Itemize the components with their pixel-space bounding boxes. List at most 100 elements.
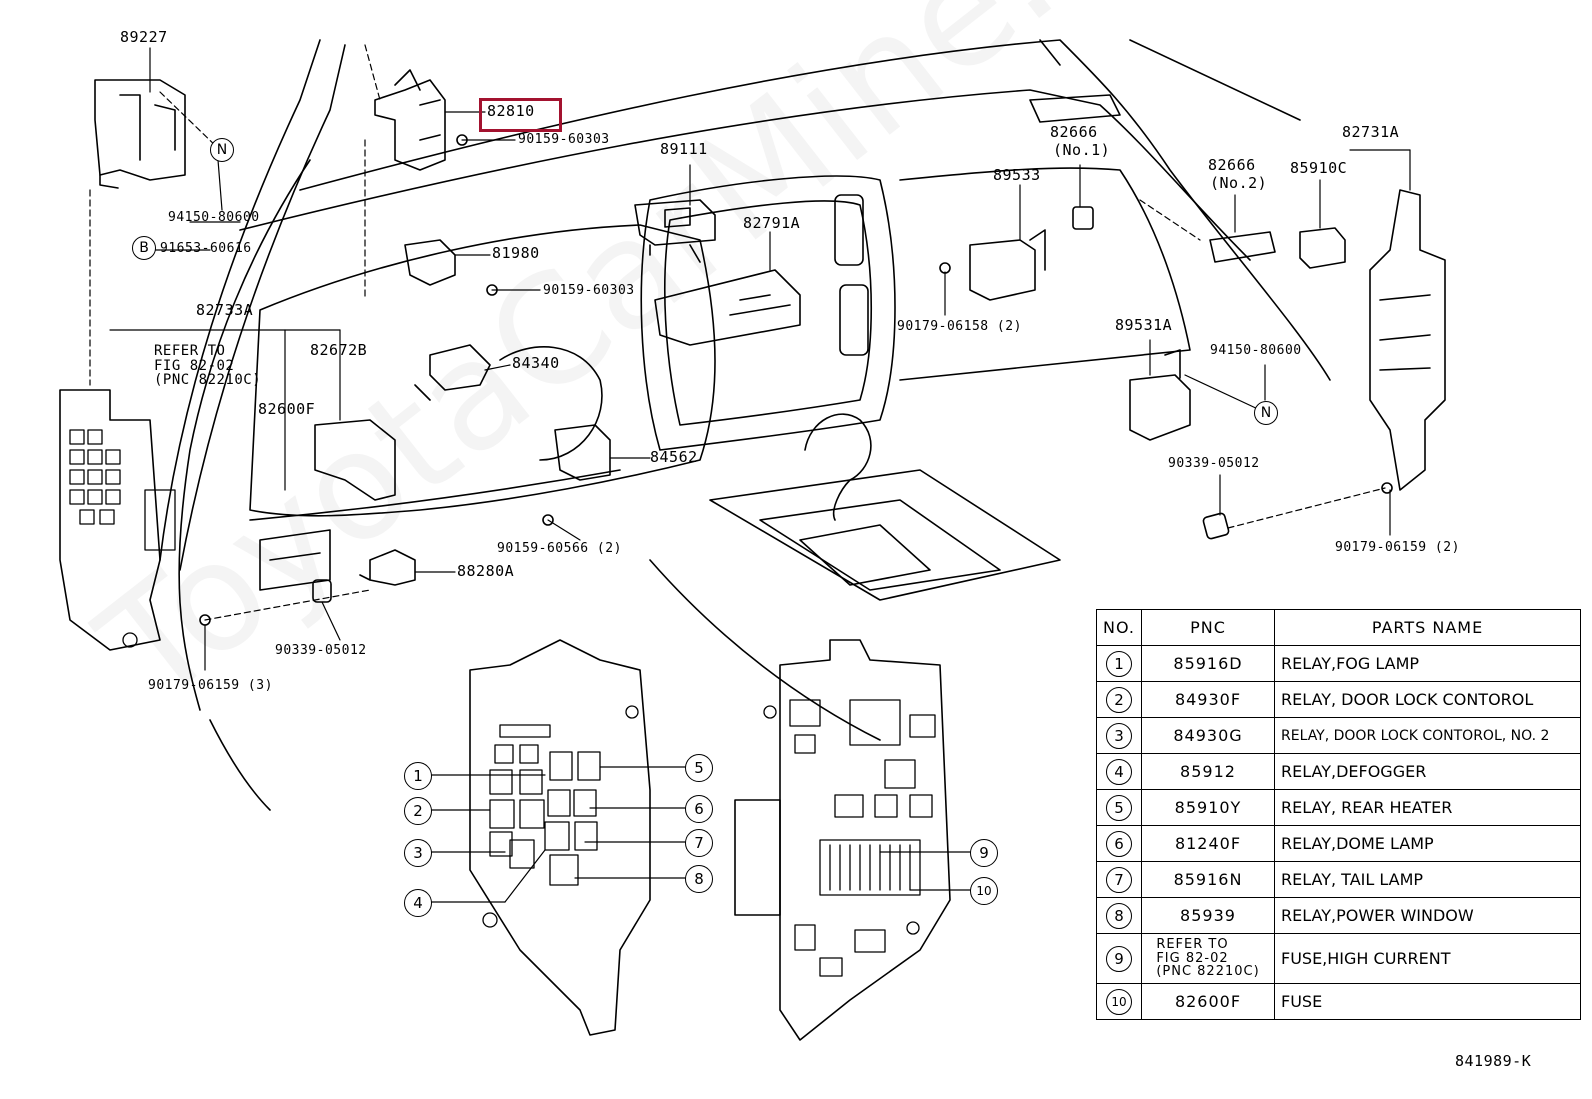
part-89111 xyxy=(634,199,716,246)
row-parts-name: RELAY, DOOR LOCK CONTOROL xyxy=(1274,681,1581,718)
table-row: 9 REFER TO FIG 82-02 (PNC 82210C) FUSE,H… xyxy=(1096,933,1581,984)
parts-table-header: NO. PNC PARTS NAME xyxy=(1096,609,1581,646)
label-81980: 81980 xyxy=(492,244,540,262)
row-pnc: 85916N xyxy=(1141,861,1275,898)
part-88280A xyxy=(359,549,416,586)
row-pnc: 82600F xyxy=(1141,983,1275,1020)
door-edge xyxy=(178,159,311,711)
row-pnc: 85912 xyxy=(1141,753,1275,790)
table-row: 3 84930G RELAY, DOOR LOCK CONTOROL, NO. … xyxy=(1096,717,1581,754)
row-pnc: 85910Y xyxy=(1141,789,1275,826)
label-82733A: 82733A xyxy=(196,301,254,319)
label-94150-80600-left: 94150-80600 xyxy=(168,210,260,225)
label-82791A: 82791A xyxy=(743,214,801,232)
label-94150-80600-right: 94150-80600 xyxy=(1210,343,1302,358)
label-refer-fig-82-02: REFER TO FIG 82-02 (PNC 82210C) xyxy=(154,343,262,389)
row-number: 9 xyxy=(1106,945,1132,972)
table-row: 1 85916D RELAY,FOG LAMP xyxy=(1096,645,1581,682)
callout-4: 4 xyxy=(404,889,432,917)
marker-N-left: N xyxy=(210,138,234,162)
table-row: 4 85912 RELAY,DEFOGGER xyxy=(1096,753,1581,790)
label-89111: 89111 xyxy=(660,140,708,158)
door-lower xyxy=(209,719,271,811)
callout-2: 2 xyxy=(404,797,432,825)
part-89227 xyxy=(94,79,186,181)
part-82666-no1 xyxy=(1072,206,1094,230)
collar-90339-left xyxy=(312,579,332,603)
label-90159-60303-top: 90159-60303 xyxy=(518,132,610,147)
cluster-hood xyxy=(249,224,716,517)
part-82672B xyxy=(314,419,396,501)
label-84340: 84340 xyxy=(512,354,560,372)
row-pnc: 85939 xyxy=(1141,897,1275,934)
left-junction-relays xyxy=(69,429,176,648)
part-85910C xyxy=(1299,227,1346,269)
table-row: 8 85939 RELAY,POWER WINDOW xyxy=(1096,897,1581,934)
table-row: 10 82600F FUSE xyxy=(1096,983,1581,1020)
label-85910C: 85910C xyxy=(1290,159,1348,177)
windshield-pillar-2 xyxy=(179,44,346,571)
floor-line xyxy=(649,559,881,741)
label-90179-06159-left: 90179-06159 (3) xyxy=(148,678,273,693)
label-89533: 89533 xyxy=(993,166,1041,184)
shifter-knob xyxy=(804,413,872,521)
row-number: 2 xyxy=(1106,686,1132,713)
label-90159-60566: 90159-60566 (2) xyxy=(497,541,622,556)
row-parts-name: FUSE,HIGH CURRENT xyxy=(1274,933,1581,984)
marker-N-right: N xyxy=(1254,401,1278,425)
row-number: 4 xyxy=(1106,758,1132,785)
label-90179-06158: 90179-06158 (2) xyxy=(897,319,1022,334)
label-90339-05012-left: 90339-05012 xyxy=(275,643,367,658)
parts-table: NO. PNC PARTS NAME 1 85916D RELAY,FOG LA… xyxy=(1096,609,1581,1020)
table-row: 7 85916N RELAY, TAIL LAMP xyxy=(1096,861,1581,898)
label-90179-06159-right: 90179-06159 (2) xyxy=(1335,540,1460,555)
row-number: 6 xyxy=(1106,830,1132,857)
label-82666-no1: 82666 xyxy=(1050,123,1098,141)
row-pnc: 84930F xyxy=(1141,681,1275,718)
row-parts-name: RELAY,DOME LAMP xyxy=(1274,825,1581,862)
part-84340 xyxy=(414,344,491,401)
junction-block-rear-fuses xyxy=(763,699,936,977)
part-82791A xyxy=(654,269,801,346)
dashboard-outline xyxy=(299,39,1331,381)
header-pnc: PNC xyxy=(1141,609,1275,646)
label-91653-60616: 91653-60616 xyxy=(160,241,252,256)
header-no: NO. xyxy=(1096,609,1142,646)
windshield-pillar xyxy=(159,39,321,561)
leader-lines xyxy=(89,44,1411,671)
row-pnc: REFER TO FIG 82-02 (PNC 82210C) xyxy=(1156,936,1260,980)
part-82810 xyxy=(374,79,446,171)
left-junction-block xyxy=(59,389,161,651)
row-parts-name: RELAY,DEFOGGER xyxy=(1274,753,1581,790)
dashboard-outline-inner xyxy=(239,89,1251,261)
row-parts-name: RELAY,FOG LAMP xyxy=(1274,645,1581,682)
row-parts-name: RELAY, DOOR LOCK CONTOROL, NO. 2 xyxy=(1274,717,1581,754)
table-row: 5 85910Y RELAY, REAR HEATER xyxy=(1096,789,1581,826)
callout-3: 3 xyxy=(404,839,432,867)
callout-5: 5 xyxy=(685,754,713,782)
label-88280A: 88280A xyxy=(457,562,515,580)
part-82666-no2 xyxy=(1209,231,1276,263)
shift-gate xyxy=(799,524,931,586)
collar-90339-right xyxy=(1202,512,1230,540)
row-parts-name: FUSE xyxy=(1274,983,1581,1020)
row-number: 8 xyxy=(1106,902,1132,929)
knee-panel xyxy=(259,529,331,591)
vent-right xyxy=(839,284,869,356)
label-82810: 82810 xyxy=(487,102,535,120)
label-90339-05012-right: 90339-05012 xyxy=(1168,456,1260,471)
callout-6: 6 xyxy=(685,795,713,823)
row-parts-name: RELAY, REAR HEATER xyxy=(1274,789,1581,826)
callout-leaders xyxy=(429,766,971,903)
row-number: 10 xyxy=(1106,988,1132,1015)
label-89227: 89227 xyxy=(120,28,168,46)
row-pnc: 85916D xyxy=(1141,645,1275,682)
label-82666-no2: 82666 xyxy=(1208,156,1256,174)
center-stack-inner xyxy=(664,200,872,426)
center-stack-outer xyxy=(640,175,896,451)
part-89533 xyxy=(969,229,1046,301)
callout-7: 7 xyxy=(685,829,713,857)
lower-dash xyxy=(249,469,621,521)
part-82731A xyxy=(1369,189,1446,491)
vent-left xyxy=(834,194,864,266)
